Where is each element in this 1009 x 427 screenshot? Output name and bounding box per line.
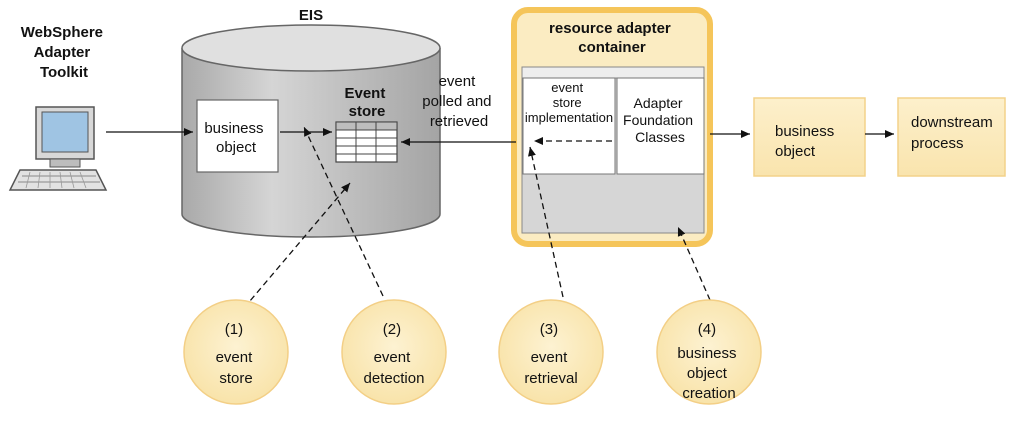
step-1-line-1: event [216, 349, 254, 366]
downstream-process-box [897, 97, 1006, 177]
dashed-arrow-event-store [243, 182, 351, 309]
event-store-table-icon [335, 121, 398, 163]
adapter-foundation-classes-box [616, 77, 705, 175]
container-inner-header [521, 66, 705, 79]
step-3-number: (3) [540, 321, 558, 338]
dashed-arrow-business-object-creation [677, 226, 711, 301]
eis-cylinder [181, 24, 441, 238]
step-1-circle: (1) event store [183, 299, 289, 405]
svg-text:(2) event detectio: (2) event detection [364, 321, 425, 387]
output-business-object-label: business object [775, 123, 838, 160]
output-business-object-box [753, 97, 866, 177]
step-2-number: (2) [383, 321, 401, 338]
container-title: resource adapter container [549, 20, 675, 56]
step-1-line-2: store [219, 370, 252, 387]
step-3-line-1: event [531, 349, 569, 366]
step-3-circle: (3) event retrieval [498, 299, 604, 405]
step-2-circle: (2) event detection [341, 299, 447, 405]
dashed-arrow-event-detection [303, 126, 384, 297]
eis-title: EIS [299, 7, 323, 24]
svg-text:(3) event retrieva: (3) event retrieval [524, 321, 577, 387]
step-4-line-1: business [677, 345, 736, 362]
svg-text:(4) business objec: (4) business object creation [677, 321, 740, 402]
event-store-label: Event store [344, 85, 389, 120]
step-2-line-1: event [374, 349, 412, 366]
event-store-implementation-box [522, 77, 616, 175]
downstream-process-label: downstream process [911, 114, 997, 152]
step-3-line-2: retrieval [524, 370, 577, 387]
adapter-foundation-classes-label: Adapter Foundation Classes [623, 95, 697, 145]
step-2-line-2: detection [364, 370, 425, 387]
svg-text:(1) event store: (1) event store [216, 321, 257, 387]
step-4-line-2: object [687, 365, 728, 382]
step-1-number: (1) [225, 321, 243, 338]
step-4-circle: (4) business object creation [656, 299, 762, 405]
eis-business-object-label: business object [204, 120, 267, 156]
eis-business-object-box [196, 99, 279, 173]
toolkit-computer-icon [8, 106, 108, 191]
event-polled-retrieved-label: event polled and retrieved [422, 73, 495, 130]
dashed-arrow-event-retrieval [528, 146, 564, 298]
step-4-line-3: creation [682, 385, 735, 402]
step-4-number: (4) [698, 321, 716, 338]
toolkit-label: WebSphere Adapter Toolkit [21, 24, 107, 81]
event-store-implementation-label: event store implementation [525, 80, 613, 125]
